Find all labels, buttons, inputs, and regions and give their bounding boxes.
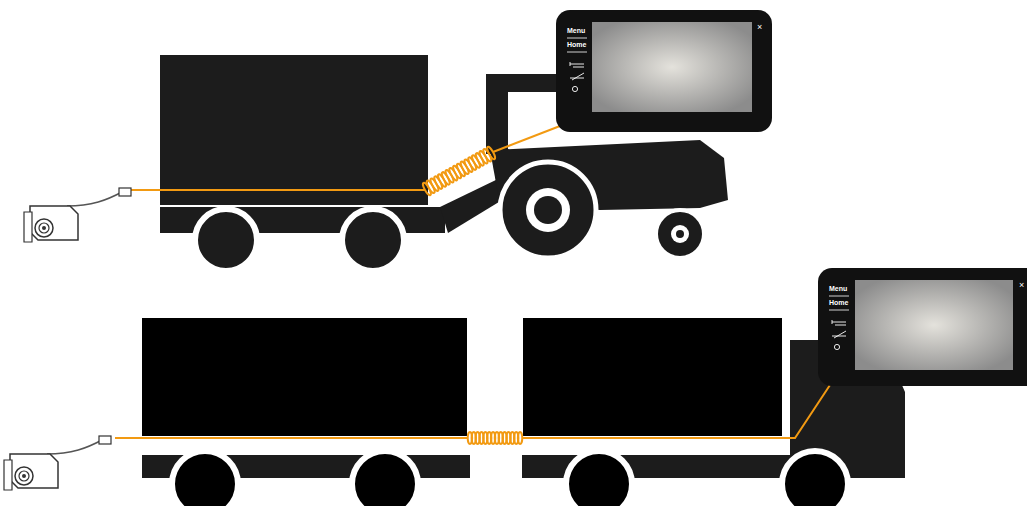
monitor bbox=[556, 10, 772, 132]
menu-label: Menu bbox=[829, 285, 847, 293]
camera-cable bbox=[115, 385, 830, 444]
close-icon: × bbox=[757, 23, 762, 31]
rear-camera bbox=[24, 188, 131, 242]
menu-label: Home bbox=[567, 41, 586, 49]
rear-camera bbox=[4, 436, 111, 490]
monitor bbox=[818, 268, 1027, 386]
menu-label: Home bbox=[829, 299, 848, 307]
camera-cable bbox=[130, 126, 560, 196]
truck-and-trailer bbox=[142, 318, 905, 506]
trailer bbox=[160, 55, 512, 271]
close-icon: × bbox=[1019, 281, 1024, 289]
menu-label: Menu bbox=[567, 27, 585, 35]
